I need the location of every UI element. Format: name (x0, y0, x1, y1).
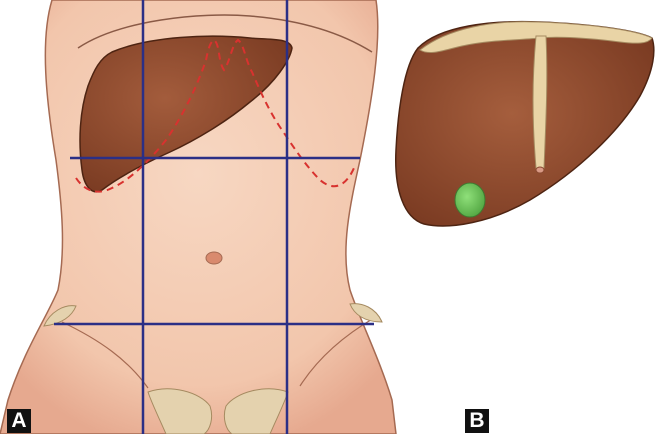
gallbladder-organ (455, 183, 485, 217)
torso-panel (0, 0, 396, 434)
round-ligament (533, 36, 547, 171)
panel-label-a: A (7, 409, 31, 433)
panel-label-b: B (465, 409, 489, 433)
liver-panel (396, 22, 654, 226)
round-ligament-end (536, 167, 544, 173)
navel (206, 252, 222, 264)
